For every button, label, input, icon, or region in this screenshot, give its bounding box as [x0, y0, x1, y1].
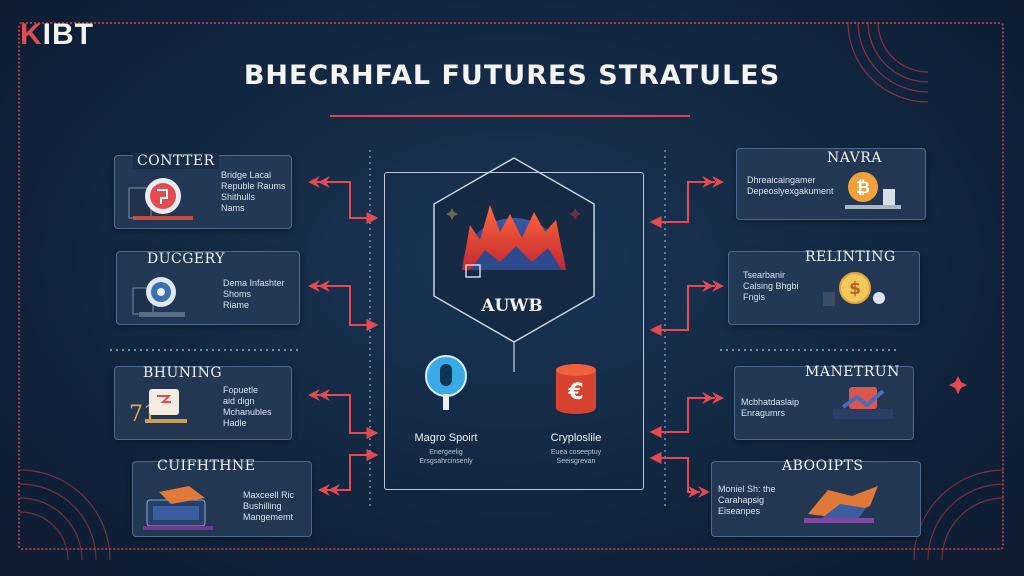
- card-title: BHUNING: [143, 365, 223, 381]
- ledger-icon: 71: [129, 389, 187, 427]
- card-title: DUCGERY: [147, 251, 225, 267]
- dollar-coin-icon: $: [823, 272, 885, 306]
- bitcoin-icon: ₿: [845, 172, 901, 209]
- shoe-rocket-icon: [804, 486, 878, 523]
- svg-text:₿: ₿: [856, 178, 870, 198]
- corner-swirl-bottom-right: [913, 469, 1005, 561]
- title-underline: [330, 115, 690, 117]
- left-sub-label: Magro Spoirt: [414, 432, 478, 444]
- card-title: RELINTING: [805, 249, 896, 265]
- trading-terminal-icon: [143, 486, 213, 530]
- corner-swirl-top-right: [847, 21, 929, 103]
- euro-database-icon: €: [556, 364, 596, 414]
- right-sub-label: Cryploslile: [550, 432, 602, 444]
- card-title: NAVRA: [827, 150, 882, 166]
- hex-label: AUWB: [481, 296, 543, 316]
- mountain-chart-icon: [462, 205, 566, 278]
- svg-text:€: €: [567, 380, 583, 405]
- card-title: MANETRUN: [805, 364, 900, 380]
- card-title: CONTTER: [133, 153, 219, 169]
- card-title: CUIFHTHNE: [157, 458, 256, 474]
- corner-swirl-bottom-left: [19, 469, 111, 561]
- svg-text:$: $: [849, 279, 861, 299]
- globe-gear-icon: [132, 277, 185, 317]
- brand-logo: KIBT: [20, 18, 94, 51]
- center-panel: [384, 172, 644, 490]
- microphone-globe-icon: [425, 355, 467, 410]
- dotted-frame: [18, 22, 1004, 550]
- card-title: ABOOIPTS: [782, 458, 864, 474]
- chart-badge-icon: [128, 178, 193, 220]
- portfolio-icon: [833, 387, 893, 419]
- page-title: BHECRHFAL FUTURES STRATULES: [243, 60, 781, 91]
